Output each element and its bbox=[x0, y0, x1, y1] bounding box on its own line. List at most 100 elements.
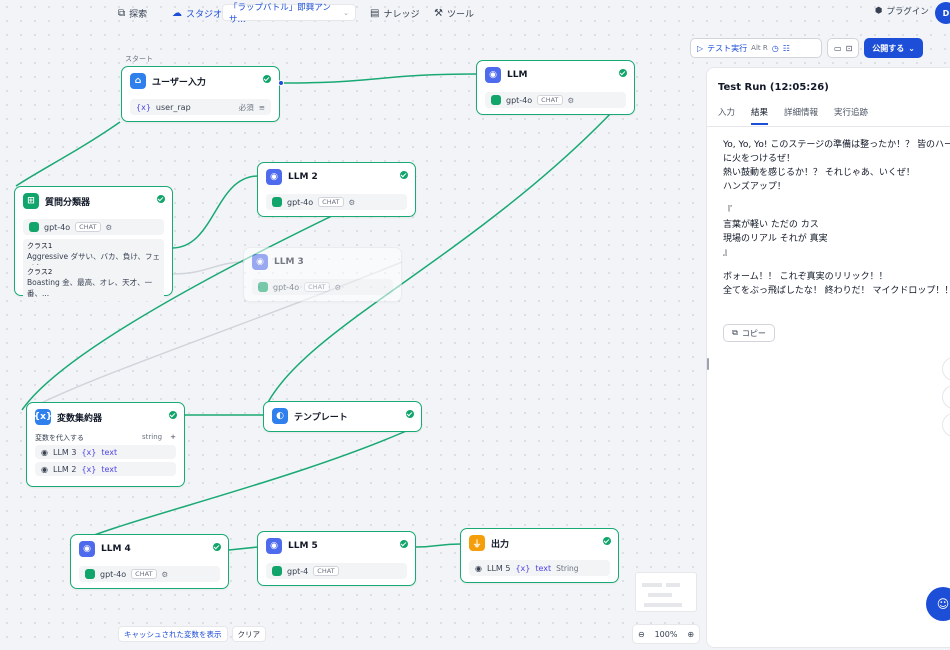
template-icon: ◐ bbox=[272, 408, 288, 424]
result-output: Yo, Yo, Yo! このステージの準備は整ったか！？ 皆のハートに火をつける… bbox=[723, 138, 950, 308]
node-llm-5[interactable]: ◉ LLM 5 gpt-4 CHAT bbox=[257, 531, 416, 586]
copy-label: コピー bbox=[741, 328, 766, 338]
mode-tag: CHAT bbox=[318, 197, 344, 207]
zoom-out-icon[interactable]: ⊖ bbox=[637, 629, 645, 639]
assign-label: 変数を代入する bbox=[35, 434, 84, 442]
app-selector[interactable]: 「ラップバトル」即興アンサ... ⌄ bbox=[222, 3, 356, 25]
panel-resize-handle[interactable] bbox=[707, 358, 709, 370]
shortcut-label: Alt R bbox=[751, 44, 768, 52]
variable-name: user_rap bbox=[155, 102, 191, 112]
variable-name: text bbox=[101, 447, 118, 457]
settings-icon: ⚙ bbox=[567, 95, 575, 105]
home-icon: ⌂ bbox=[130, 73, 146, 89]
checklist-icon[interactable]: ☷ bbox=[782, 43, 790, 53]
model-row[interactable]: gpt-4o CHAT ⚙ bbox=[79, 566, 220, 582]
model-name: gpt-4o bbox=[273, 282, 300, 292]
node-llm-4[interactable]: ◉ LLM 4 gpt-4o CHAT ⚙ bbox=[70, 534, 229, 589]
node-user-input[interactable]: ⌂ ユーザー入力 {x} user_rap 必須 ≡ bbox=[121, 66, 280, 122]
nav-plugins-label: プラグイン bbox=[886, 7, 929, 17]
zoom-control: ⊖ 100% ⊕ bbox=[632, 624, 700, 644]
node-header: ◉ LLM 2 bbox=[266, 169, 318, 185]
model-name: gpt-4o bbox=[506, 95, 533, 105]
model-name: gpt-4o bbox=[100, 569, 127, 579]
variable-icon: {x} bbox=[81, 447, 97, 457]
explore-icon: ⧉ bbox=[118, 8, 126, 19]
llm-icon: ◉ bbox=[485, 67, 501, 83]
openai-icon bbox=[258, 282, 268, 292]
llm-icon: ◉ bbox=[252, 254, 268, 270]
success-check-icon bbox=[263, 75, 271, 83]
settings-icon: ⚙ bbox=[105, 222, 113, 232]
success-check-icon bbox=[400, 540, 408, 548]
model-row[interactable]: gpt-4 CHAT bbox=[266, 563, 407, 579]
chat-fab-button[interactable]: ☺ bbox=[926, 587, 950, 621]
class-label: クラス1 bbox=[27, 242, 53, 250]
model-row[interactable]: gpt-4o CHAT ⚙ bbox=[23, 219, 164, 235]
model-row[interactable]: gpt-4o CHAT ⚙ bbox=[252, 279, 393, 295]
history-icon[interactable]: ◷ bbox=[771, 43, 779, 53]
node-header: ⊞ 質問分類器 bbox=[23, 193, 90, 209]
node-title: LLM 5 bbox=[288, 541, 318, 551]
add-icon[interactable]: + bbox=[170, 433, 176, 441]
node-llm[interactable]: ◉ LLM gpt-4o CHAT ⚙ bbox=[476, 60, 635, 115]
output-port[interactable] bbox=[278, 80, 284, 86]
aggregated-var-row[interactable]: ◉ LLM 3 {x} text bbox=[35, 445, 176, 459]
node-variable-aggregator[interactable]: {x} 変数集約器 変数を代入する string + ◉ LLM 3 {x} t… bbox=[26, 402, 185, 487]
model-row[interactable]: gpt-4o CHAT ⚙ bbox=[485, 92, 626, 108]
chevron-down-icon: ⌄ bbox=[908, 43, 915, 53]
zoom-in-icon[interactable]: ⊕ bbox=[687, 629, 695, 639]
tab-details[interactable]: 詳細情報 bbox=[784, 108, 819, 118]
source-node: LLM 2 bbox=[52, 464, 77, 474]
variable-icon: {x} bbox=[81, 464, 97, 474]
edge-llm4-llm5 bbox=[228, 546, 259, 551]
aggregated-var-row[interactable]: ◉ LLM 2 {x} text bbox=[35, 462, 176, 476]
copy-button[interactable]: ⧉ コピー bbox=[723, 324, 775, 342]
variables-icon[interactable]: ⊡ bbox=[845, 43, 853, 53]
test-run-label: テスト実行 bbox=[707, 43, 748, 53]
mode-tag: CHAT bbox=[131, 569, 157, 579]
llm-icon: ◉ bbox=[475, 563, 482, 573]
copy-icon: ⧉ bbox=[732, 328, 738, 337]
nav-studio-label: スタジオ bbox=[186, 10, 223, 20]
input-variable-row[interactable]: {x} user_rap 必須 ≡ bbox=[130, 99, 271, 115]
class-text: Boasting 金、最高、オレ、天才、一番、... bbox=[27, 278, 153, 298]
tab-input[interactable]: 入力 bbox=[718, 108, 736, 118]
publish-label: 公開する bbox=[872, 43, 905, 53]
openai-icon bbox=[272, 197, 282, 207]
mode-tag: CHAT bbox=[304, 282, 330, 292]
nav-explore[interactable]: ⧉ 探索 bbox=[118, 7, 147, 20]
output-variable-row[interactable]: ◉ LLM 5 {x} text String bbox=[469, 560, 610, 576]
model-row[interactable]: gpt-4o CHAT ⚙ bbox=[266, 194, 407, 210]
avatar[interactable]: D bbox=[935, 2, 950, 24]
show-cache-button[interactable]: キャッシュされた変数を表示 bbox=[118, 626, 228, 642]
clear-button[interactable]: クリア bbox=[231, 626, 266, 642]
minimap[interactable] bbox=[635, 572, 697, 612]
llm-icon: ◉ bbox=[79, 541, 95, 557]
tab-trace[interactable]: 実行追跡 bbox=[834, 108, 869, 118]
preview-icon[interactable]: ▭ bbox=[834, 43, 842, 53]
llm-icon: ◉ bbox=[266, 538, 282, 554]
node-header: ◉ LLM bbox=[485, 67, 527, 83]
nav-knowledge[interactable]: ▤ ナレッジ bbox=[370, 7, 419, 20]
publish-button[interactable]: 公開する ⌄ bbox=[864, 38, 923, 58]
nav-studio[interactable]: ☁ スタジオ bbox=[172, 7, 222, 20]
zoom-level[interactable]: 100% bbox=[654, 629, 678, 639]
openai-icon bbox=[491, 95, 501, 105]
node-title: LLM 3 bbox=[274, 257, 304, 267]
node-llm-3[interactable]: ◉ LLM 3 gpt-4o CHAT ⚙ bbox=[243, 247, 402, 302]
nav-tools[interactable]: ⚒ ツール bbox=[434, 7, 474, 20]
node-template[interactable]: ◐ テンプレート bbox=[263, 401, 422, 432]
node-header: ◉ LLM 3 bbox=[252, 254, 304, 270]
test-run-button[interactable]: ▷ テスト実行 Alt R ◷ ☷ bbox=[690, 38, 822, 58]
node-llm-2[interactable]: ◉ LLM 2 gpt-4o CHAT ⚙ bbox=[257, 162, 416, 217]
nav-plugins[interactable]: ⬢ プラグイン bbox=[875, 5, 929, 17]
tab-result[interactable]: 結果 bbox=[751, 106, 769, 125]
start-section-label: スタート bbox=[125, 55, 153, 63]
node-title: LLM bbox=[507, 70, 528, 80]
menu-icon: ≡ bbox=[258, 102, 265, 112]
class-label: クラス2 bbox=[27, 268, 53, 276]
node-question-classifier[interactable]: ⊞ 質問分類器 gpt-4o CHAT ⚙ クラス1 Aggressive ダサ… bbox=[14, 186, 173, 301]
node-output[interactable]: ⏚ 出力 ◉ LLM 5 {x} text String bbox=[460, 528, 619, 583]
class-2[interactable]: クラス2 Boasting 金、最高、オレ、天才、一番、... bbox=[23, 265, 164, 301]
variable-name: text bbox=[535, 563, 552, 573]
